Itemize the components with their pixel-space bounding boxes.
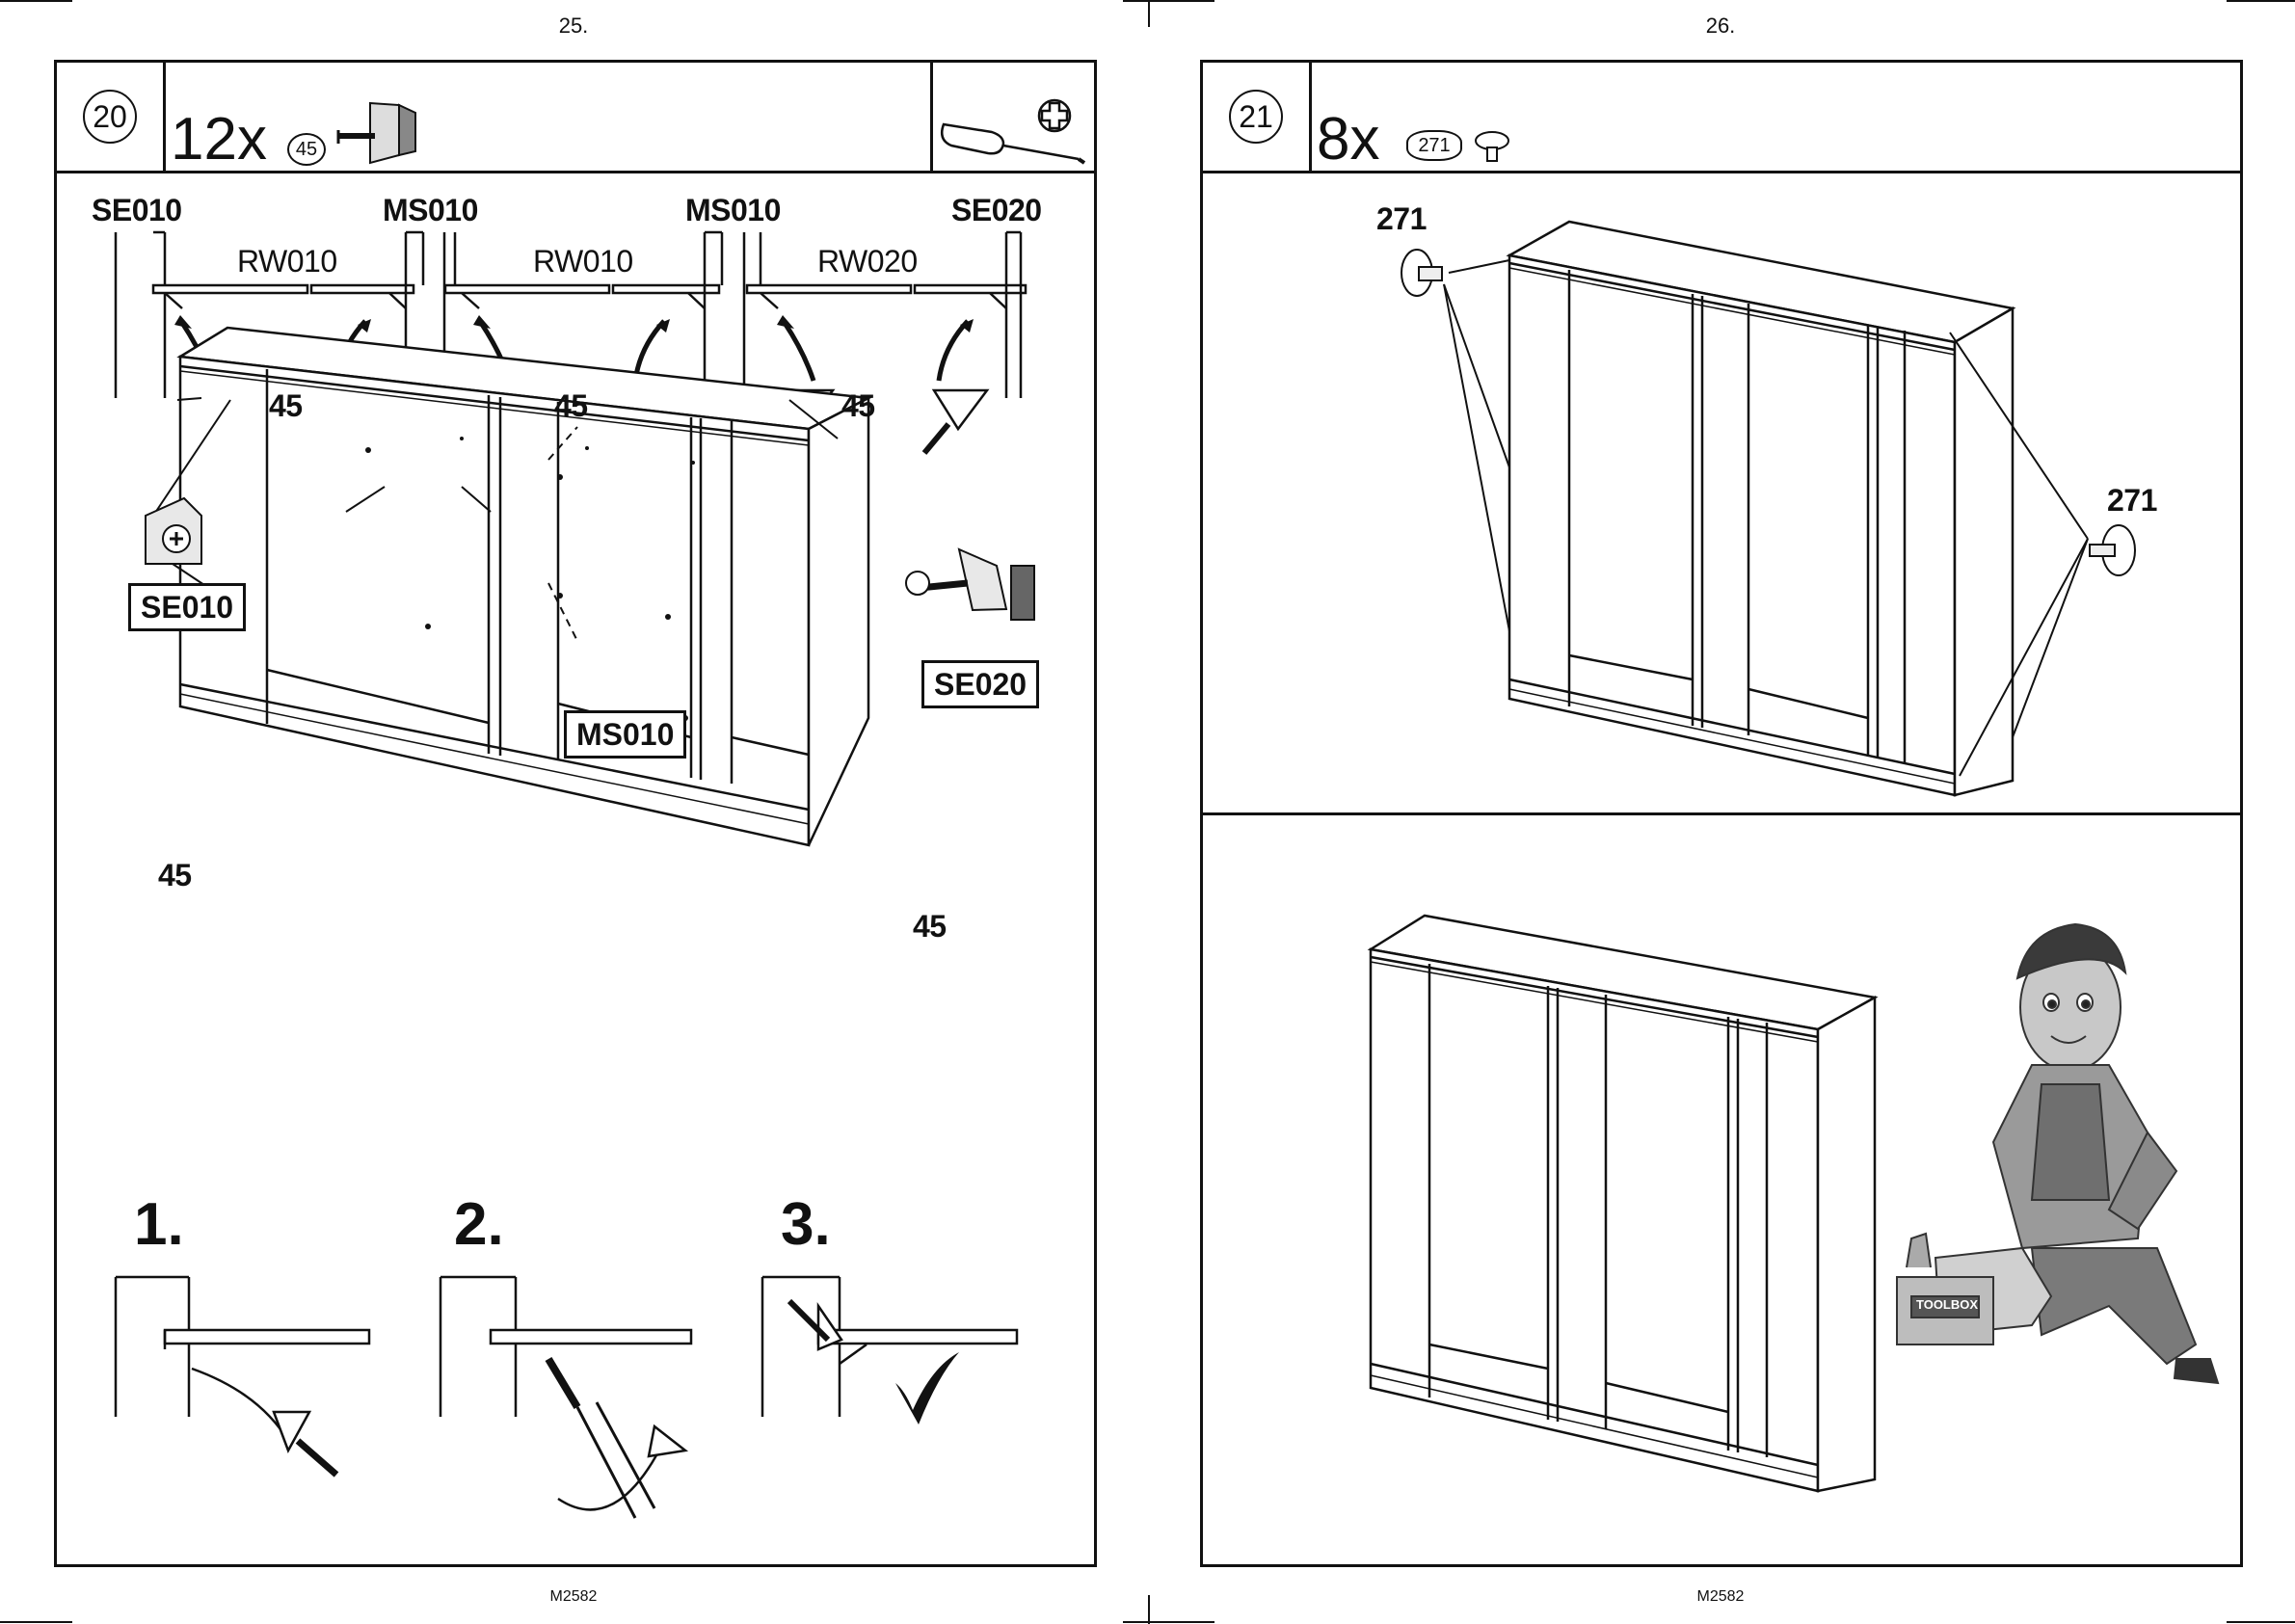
callout-label: 271 <box>1376 201 1427 237</box>
screw-label: 45 <box>269 388 303 424</box>
part-label-se020: SE020 <box>921 660 1039 708</box>
bracket-icon <box>146 498 201 564</box>
screw-label: 45 <box>554 388 588 424</box>
mascot-figure <box>1897 924 2218 1383</box>
callout-label: 271 <box>2107 483 2157 519</box>
top-label-ms010: MS010 <box>685 193 781 228</box>
wardrobe-carcass <box>1509 222 2013 795</box>
rail-label: RW020 <box>817 244 918 280</box>
footer-code-right: M2582 <box>1663 1588 1778 1606</box>
part-label-se010: SE010 <box>128 583 246 631</box>
rail-label: RW010 <box>237 244 337 280</box>
callout-label: 45 <box>913 909 947 945</box>
top-label-se020: SE020 <box>951 193 1042 228</box>
step-21-panel: 21 8x 271 <box>1200 60 2243 1567</box>
substep-3-diagram <box>762 1277 1017 1417</box>
phillips-icon <box>1039 100 1070 131</box>
substep-label-2: 2. <box>454 1190 504 1259</box>
screwdriver-icon <box>942 124 1084 163</box>
toolbox-label: TOOLBOX <box>1916 1297 1972 1312</box>
callout-label: 45 <box>158 858 192 893</box>
step-21-drawing <box>1203 63 2240 1564</box>
substep-label-3: 3. <box>781 1190 831 1259</box>
finished-wardrobe <box>1371 916 1875 1491</box>
substep-1-diagram <box>116 1277 369 1475</box>
page-number-right: 26. <box>1663 13 1778 39</box>
bracket-icon <box>906 549 1034 620</box>
top-label-ms010: MS010 <box>383 193 478 228</box>
screw-label: 45 <box>841 388 875 424</box>
step-20-drawing <box>57 63 1094 1564</box>
substep-2-diagram <box>440 1277 691 1518</box>
cap-icon <box>1476 132 1508 161</box>
page-number-left: 25. <box>516 13 631 39</box>
substep-label-1: 1. <box>134 1190 184 1259</box>
bracket-icon <box>338 103 415 163</box>
top-label-se010: SE010 <box>92 193 182 228</box>
part-label-ms010: MS010 <box>564 710 686 759</box>
step-20-panel: 20 12x 45 <box>54 60 1097 1567</box>
check-icon <box>895 1352 959 1424</box>
footer-code-left: M2582 <box>516 1588 631 1606</box>
rail-label: RW010 <box>533 244 633 280</box>
